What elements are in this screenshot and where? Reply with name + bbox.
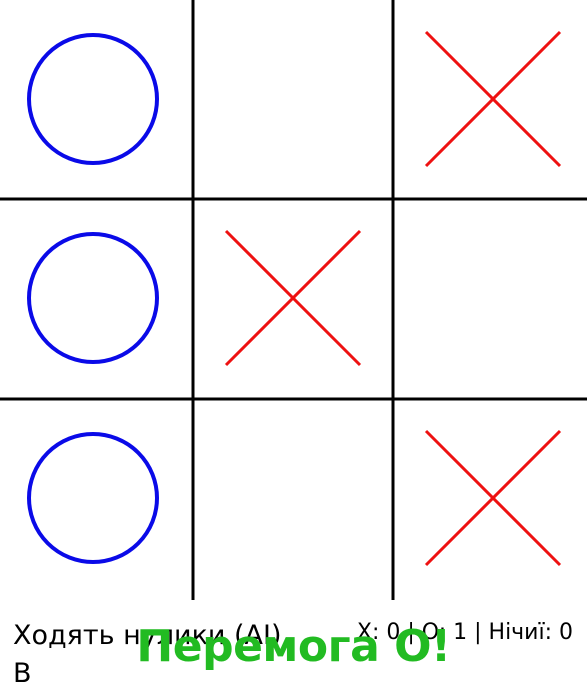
board-cell-area[interactable] [193, 0, 393, 199]
circle-mark-icon [27, 432, 159, 564]
board-cell[interactable] [393, 199, 587, 399]
score-display: X: 0 | O: 1 | Нічиї: 0 [356, 620, 573, 645]
board-cell[interactable] [193, 399, 393, 600]
circle-mark-icon [27, 33, 159, 165]
board-cell[interactable] [0, 0, 193, 199]
board-cell-area[interactable] [393, 199, 587, 399]
game-board [0, 0, 587, 600]
board-grid [0, 0, 587, 600]
cross-mark-icon [424, 30, 562, 168]
cross-mark-icon [224, 229, 362, 367]
board-cell[interactable] [193, 0, 393, 199]
board-cell[interactable] [0, 199, 193, 399]
board-cell[interactable] [393, 399, 587, 600]
board-cell-area[interactable] [393, 0, 587, 199]
cross-mark-icon [424, 429, 562, 567]
board-cell[interactable] [193, 199, 393, 399]
circle-mark-icon [27, 232, 159, 364]
turn-status: Ходять нулики (AI) [13, 620, 282, 651]
win-banner: Перемога O! [136, 621, 451, 672]
board-cell-area[interactable] [193, 399, 393, 600]
board-cell[interactable] [0, 399, 193, 600]
board-cell[interactable] [393, 0, 587, 199]
